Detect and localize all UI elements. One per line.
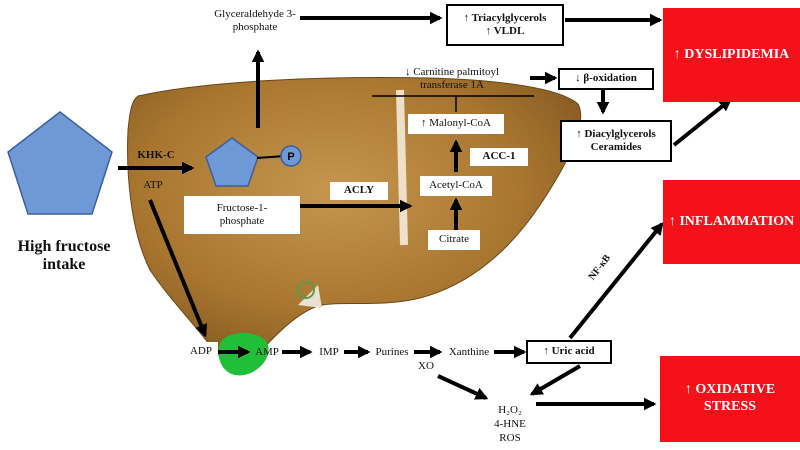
liver-vessel xyxy=(297,281,315,299)
h2o2-label: H₂O₂ xyxy=(498,404,522,416)
imp-label: IMP xyxy=(319,346,339,358)
purines-label: Purines xyxy=(375,346,409,358)
amp-label: AMP xyxy=(255,346,279,358)
arrow-atp-to-adp xyxy=(148,199,208,338)
adp-label: ADP xyxy=(184,342,218,362)
diacylglycerols-box: ↑ Diacylglycerols Ceramides xyxy=(560,120,672,162)
malonylcoa-label: ↑ Malonyl-CoA xyxy=(408,114,504,134)
khk-label: KHK-C xyxy=(137,149,175,161)
inflammation-box: ↑ INFLAMMATION xyxy=(663,180,800,264)
acetylcoa-label: Acetyl-CoA xyxy=(420,176,492,196)
fructose-1-phosphate-icon xyxy=(205,137,259,187)
dyslipidemia-box: ↑ DYSLIPIDEMIA xyxy=(663,8,800,102)
arrow-uric-to-inflammation xyxy=(568,222,664,340)
phosphate-label: P xyxy=(287,151,294,163)
hne-label: 4-HNE xyxy=(494,418,526,430)
arrow-uric-to-ros xyxy=(529,364,582,396)
uric-acid-box: ↑ Uric acid xyxy=(526,340,612,364)
xanthine-label: Xanthine xyxy=(448,346,490,358)
fructose-1-phosphate-label: Fructose-1- phosphate xyxy=(184,196,300,234)
oxidative-stress-box: ↑ OXIDATIVE STRESS xyxy=(660,356,800,442)
glyceraldehyde-3-phosphate: Glyceraldehyde 3- phosphate xyxy=(214,8,296,33)
triacylglycerols-box: ↑ Triacylglycerols ↑ VLDL xyxy=(446,4,564,46)
citrate-label: Citrate xyxy=(428,230,480,250)
arrow-dag-to-dyslipidemia xyxy=(672,98,732,147)
atp-label: ATP xyxy=(143,179,163,191)
beta-oxidation-box: ↓ β-oxidation xyxy=(558,68,654,90)
arrow-xo-to-ros xyxy=(437,374,489,400)
fructose-pentagon xyxy=(7,111,113,215)
acc-label: ACC-1 xyxy=(470,148,528,166)
acly-label: ACLY xyxy=(330,182,388,200)
xo-label: XO xyxy=(418,360,434,372)
fructose-intake-label: High fructose intake xyxy=(17,238,111,274)
liver-ligament xyxy=(396,89,408,246)
ros-label: ROS xyxy=(499,432,521,444)
phosphate-icon xyxy=(280,145,302,167)
cpt1a-label: ↓ Carnitine palmitoyl transferase 1A xyxy=(404,66,500,91)
